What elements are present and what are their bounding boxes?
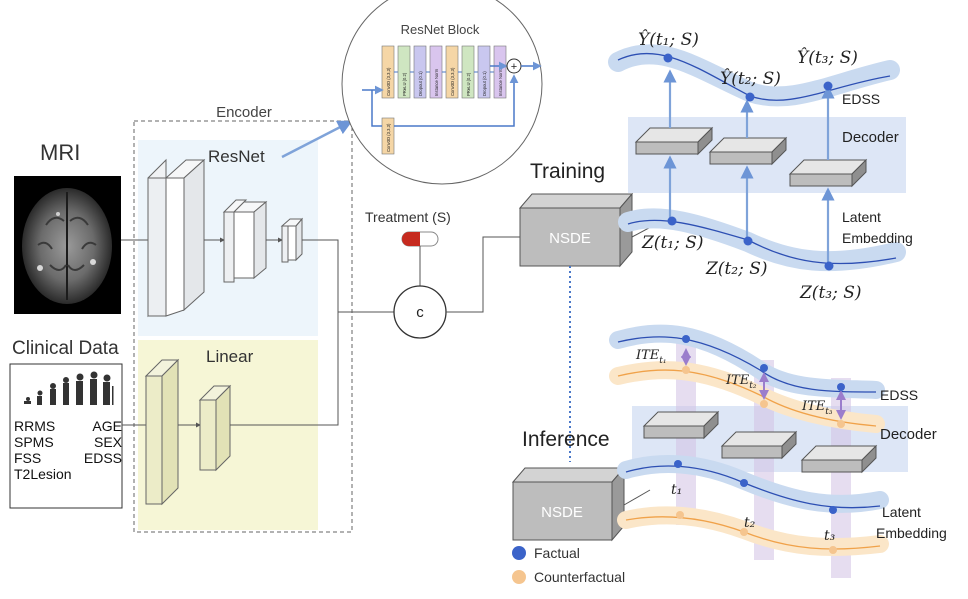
ite-arrows (681, 348, 846, 420)
y-hat-t2: Ŷ(t₂; S) (720, 68, 781, 89)
clinical-data-label: Clinical Data (12, 338, 119, 359)
clinical-field-row: SPMS SEX (14, 434, 122, 450)
clinical-field: EDSS (83, 450, 122, 466)
clinical-field-row: RRMS AGE (14, 418, 122, 434)
linear-label: Linear (206, 347, 254, 366)
inference-label: Inference (522, 428, 610, 451)
resnet-block-layers: Conv3D (3,3,3) PReLU (0.2) Dropout (0.1) In… (381, 45, 507, 155)
legend-factual-label: Factual (534, 545, 580, 561)
z-t3: Z(t₃; S) (799, 283, 862, 303)
nsde-inference-label: NSDE (541, 504, 583, 521)
factual-points (674, 335, 845, 514)
legend-factual-marker (512, 546, 526, 560)
decoder-training-label: Decoder (842, 129, 899, 146)
resnet-block-layer-label: Conv3D (3,3,3) (386, 67, 391, 96)
encoder-box (133, 120, 353, 533)
y-hat-t3: Ŷ(t₃; S) (797, 47, 858, 68)
edss-training-label: EDSS (842, 91, 880, 107)
clinical-field-row: FSS EDSS (14, 450, 122, 466)
legend: Factual Counterfactual (512, 545, 625, 585)
clinical-field: RRMS (14, 418, 56, 434)
resnet-block-layer-label: PReLU (0.2) (402, 72, 407, 96)
t3-label: t₃ (824, 528, 836, 544)
edss-inference-label: EDSS (880, 387, 918, 403)
resnet-block-layer (493, 45, 507, 99)
latent-inference-label-2: Embedding (876, 525, 947, 541)
resnet-block-layer-label: Dropout (0.1) (482, 71, 487, 96)
ite-t3-label: ITEt₃ (801, 399, 833, 417)
clinical-field: FSS (14, 450, 42, 466)
linear-layer-2 (198, 384, 232, 472)
decoder-inference-label: Decoder (880, 426, 937, 443)
counterfactual-points (676, 366, 845, 554)
mri-label: MRI (40, 140, 80, 165)
latent-training-label-1: Latent (842, 209, 881, 225)
latent-training-label-2: Embedding (842, 230, 913, 246)
legend-counterfactual-label: Counterfactual (534, 569, 625, 585)
t1-label: t₁ (671, 482, 682, 498)
legend-counterfactual-marker (512, 570, 526, 584)
resnet-block-title: ResNet Block (401, 22, 480, 37)
z-t2: Z(t₂; S) (705, 259, 768, 279)
resnet-block-layer-label: Instance Norm (498, 68, 503, 96)
mri-image (14, 176, 121, 314)
linear-layer-1 (144, 358, 180, 506)
clinical-field: SPMS (14, 434, 54, 450)
encoder-label: Encoder (216, 104, 272, 121)
clinical-fields-list: RRMS AGE SPMS SEX FSS EDSS T2Lesion (14, 418, 122, 482)
z-t1: Z(t₁; S) (641, 233, 704, 253)
clinical-field-row: T2Lesion (14, 466, 122, 482)
nsde-training-label: NSDE (549, 230, 591, 247)
nsde-block-training (518, 192, 634, 268)
decoder-blocks-inference (642, 410, 878, 474)
resnet-block-layer-label: PReLU (0.2) (466, 72, 471, 96)
human-evolution-icon (24, 371, 114, 405)
resnet-sum-label: + (511, 61, 517, 73)
resnet-block-layer-label: Conv3D (3,3,3) (450, 67, 455, 96)
resnet-block-layer-label: Dropout (0.1) (418, 71, 423, 96)
resnet-block-skip-layer: Conv3D (3,3,3) (386, 123, 391, 152)
training-label: Training (530, 160, 605, 183)
t2-label: t₂ (744, 515, 756, 531)
clinical-field: AGE (92, 418, 122, 434)
ite-t2-label: ITEt₂ (725, 373, 757, 391)
decoder-blocks-training (634, 126, 868, 188)
clinical-field: SEX (93, 434, 122, 450)
clinical-field: T2Lesion (14, 466, 72, 482)
resnet-conv-block-2 (222, 199, 268, 283)
ite-t1-label: ITEt₁ (635, 348, 667, 366)
training-points (663, 53, 834, 271)
latent-inference-label-1: Latent (882, 504, 921, 520)
resnet-label: ResNet (208, 147, 265, 166)
concat-label: c (416, 304, 424, 321)
training-arrows (663, 69, 835, 264)
treatment-label: Treatment (S) (365, 209, 451, 225)
resnet-block-layer-label: Instance Norm (434, 68, 439, 96)
pill-icon (401, 231, 439, 247)
y-hat-t1: Ŷ(t₁; S) (638, 29, 699, 50)
resnet-conv-block-1 (147, 158, 206, 318)
resnet-conv-block-3 (280, 217, 304, 263)
